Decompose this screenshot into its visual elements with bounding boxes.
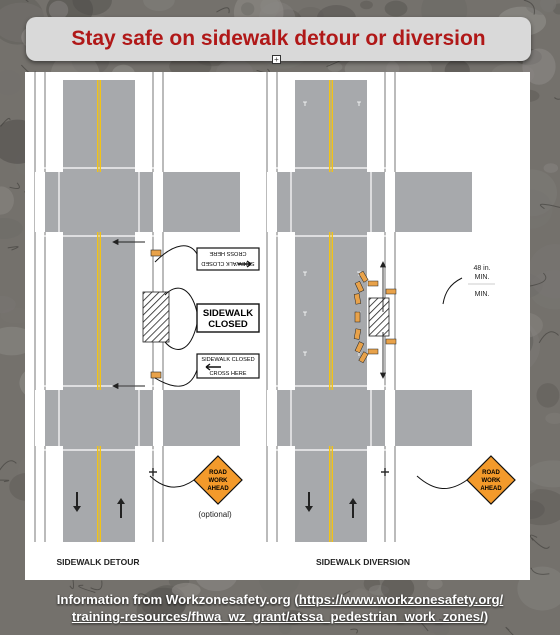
- sign-text-line1: ROAD: [209, 470, 227, 476]
- left-panel-label: SIDEWALK DETOUR: [57, 557, 140, 567]
- stone-texture: [385, 1, 408, 17]
- sidewalk-crossing: [267, 172, 277, 232]
- connector-line: [165, 324, 197, 349]
- expand-handle-icon[interactable]: +: [272, 55, 281, 64]
- road-vertical: [63, 80, 135, 542]
- sign-text-line2: WORK: [482, 478, 502, 484]
- channelizer: [386, 339, 396, 344]
- stone-texture: [544, 163, 559, 173]
- sidewalk-crossing: [385, 390, 395, 446]
- caption-prefix: Information from Workzonesafety.org (: [57, 592, 299, 607]
- sign-text-line2: CROSS HERE: [209, 250, 246, 256]
- slide-title: Stay safe on sidewalk detour or diversio…: [71, 27, 485, 51]
- connector-line: [417, 476, 467, 489]
- road-vertical: [295, 80, 367, 542]
- right-panel-label: SIDEWALK DIVERSION: [316, 557, 410, 567]
- optional-note: (optional): [198, 510, 232, 519]
- barricade: [151, 372, 161, 378]
- sidewalk-crossing: [267, 390, 277, 446]
- connector-line: [155, 370, 197, 386]
- source-link-part1[interactable]: https://www.workzonesafety.org/: [299, 592, 503, 607]
- caption-suffix: ): [484, 609, 488, 624]
- sign-text-line1: SIDEWALK CLOSED: [201, 260, 254, 266]
- sign-sidewalk-closed: SIDEWALK CLOSED: [197, 304, 259, 332]
- sidewalk-diversion-scene: [267, 72, 472, 542]
- sign-text-line1: SIDEWALK: [203, 308, 253, 319]
- connector-line: [150, 476, 194, 487]
- stone-texture: [536, 383, 559, 408]
- barricade: [151, 250, 161, 256]
- sidewalk-crossing: [153, 390, 163, 446]
- channelizer: [368, 281, 378, 286]
- min-width-note-line1: 48 in.: [473, 265, 490, 272]
- sign-text-line3: AHEAD: [480, 486, 502, 492]
- sign-text-line2: CLOSED: [208, 319, 248, 330]
- closed-sidewalk-area: [369, 298, 389, 336]
- sidewalk-crossing: [35, 390, 45, 446]
- channelizer: [368, 349, 378, 354]
- road-work-ahead-sign-left: ROAD WORK AHEAD: [194, 456, 242, 504]
- min-width-note-line3: MIN.: [475, 291, 490, 298]
- caption-line-2: training-resources/fhwa_wz_grant/atssa_p…: [20, 609, 540, 624]
- sign-text-line1: SIDEWALK CLOSED: [201, 357, 254, 363]
- sign-text-line3: AHEAD: [207, 486, 229, 492]
- connector-line: [443, 278, 462, 304]
- stone-texture: [241, 2, 254, 15]
- sidewalk-crossing: [35, 172, 45, 232]
- stone-texture: [328, 62, 343, 72]
- sign-cross-here-bottom: SIDEWALK CLOSED CROSS HERE: [197, 354, 259, 378]
- sidewalk-crossing: [153, 172, 163, 232]
- sign-text-line1: ROAD: [482, 470, 500, 476]
- sign-text-line2: CROSS HERE: [210, 371, 247, 377]
- stone-texture: [360, 1, 373, 10]
- sign-text-line2: WORK: [209, 478, 229, 484]
- diagram-panel: SIDEWALK CLOSED CROSS HERE SIDEWALK CLOS…: [25, 72, 530, 580]
- connector-line: [155, 246, 197, 262]
- closed-sidewalk-area: [143, 292, 169, 342]
- channelizer: [386, 289, 396, 294]
- road-work-ahead-sign-right: ROAD WORK AHEAD: [467, 456, 515, 504]
- caption-line-1: Information from Workzonesafety.org (htt…: [20, 592, 540, 607]
- channelizer: [355, 312, 360, 322]
- source-link-part2[interactable]: training-resources/fhwa_wz_grant/atssa_p…: [72, 609, 484, 624]
- connector-line: [165, 288, 197, 312]
- sidewalk-crossing: [385, 172, 395, 232]
- min-width-note-line2: MIN.: [475, 274, 490, 281]
- sign-cross-here-top: SIDEWALK CLOSED CROSS HERE: [197, 248, 259, 270]
- work-zone-diagram: SIDEWALK CLOSED CROSS HERE SIDEWALK CLOS…: [25, 72, 530, 580]
